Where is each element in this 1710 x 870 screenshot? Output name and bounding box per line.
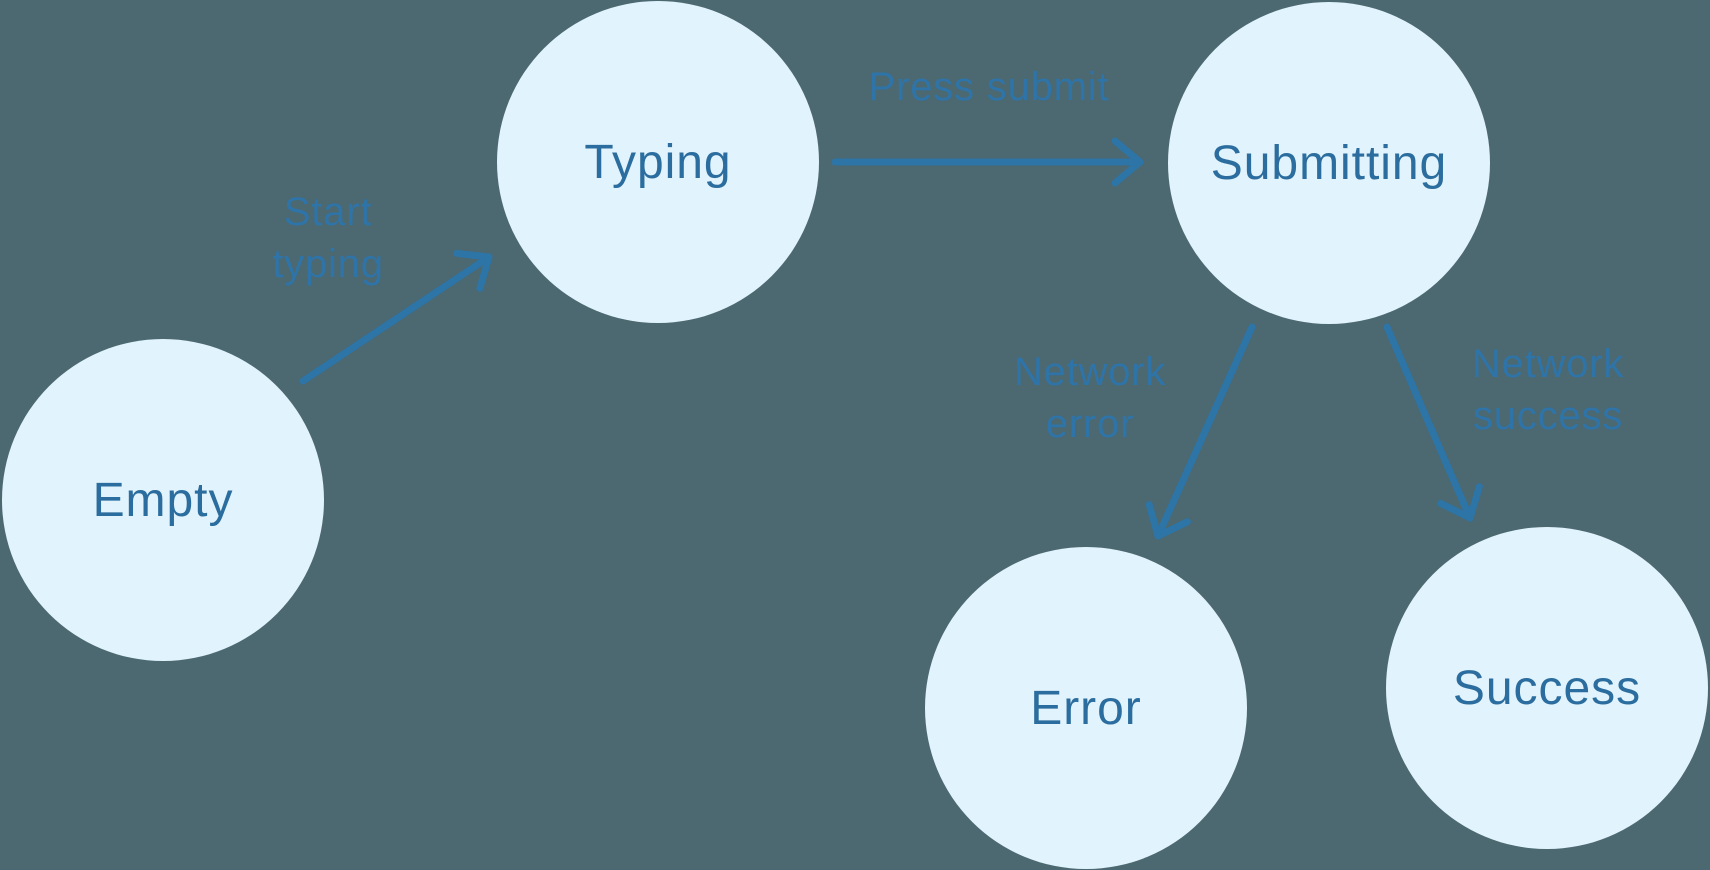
edge-label-press-submit-line1: Press submit — [868, 65, 1110, 109]
state-label-typing: Typing — [584, 135, 732, 189]
edge-label-press-submit: Press submit — [869, 61, 1110, 113]
state-label-success: Success — [1452, 661, 1642, 715]
state-node-typing[interactable]: Typing — [497, 1, 819, 323]
edge-label-network-success-line2: success — [1472, 394, 1624, 438]
edge-label-network-error: Network error — [1014, 346, 1166, 450]
edge-label-start-typing-line1: Start — [283, 190, 373, 234]
state-node-success[interactable]: Success — [1386, 527, 1708, 849]
edge-start-typing-arrow[interactable] — [299, 249, 493, 385]
edge-label-start-typing: Start typing — [272, 186, 384, 290]
state-label-empty: Empty — [92, 473, 234, 527]
state-label-error: Error — [1030, 681, 1142, 735]
edge-network-error-arrow[interactable] — [1145, 323, 1256, 540]
edge-label-network-success-line1: Network — [1471, 342, 1625, 386]
state-label-submitting: Submitting — [1210, 136, 1448, 190]
state-node-empty[interactable]: Empty — [2, 339, 324, 661]
edge-label-network-error-line2: error — [1045, 402, 1135, 446]
state-node-error[interactable]: Error — [925, 547, 1247, 869]
edge-label-start-typing-line2: typing — [272, 242, 384, 286]
edge-label-network-success: Network success — [1472, 338, 1624, 442]
edge-label-network-error-line1: Network — [1013, 350, 1167, 394]
edge-network-success-arrow[interactable] — [1383, 323, 1483, 522]
state-node-submitting[interactable]: Submitting — [1168, 2, 1490, 324]
